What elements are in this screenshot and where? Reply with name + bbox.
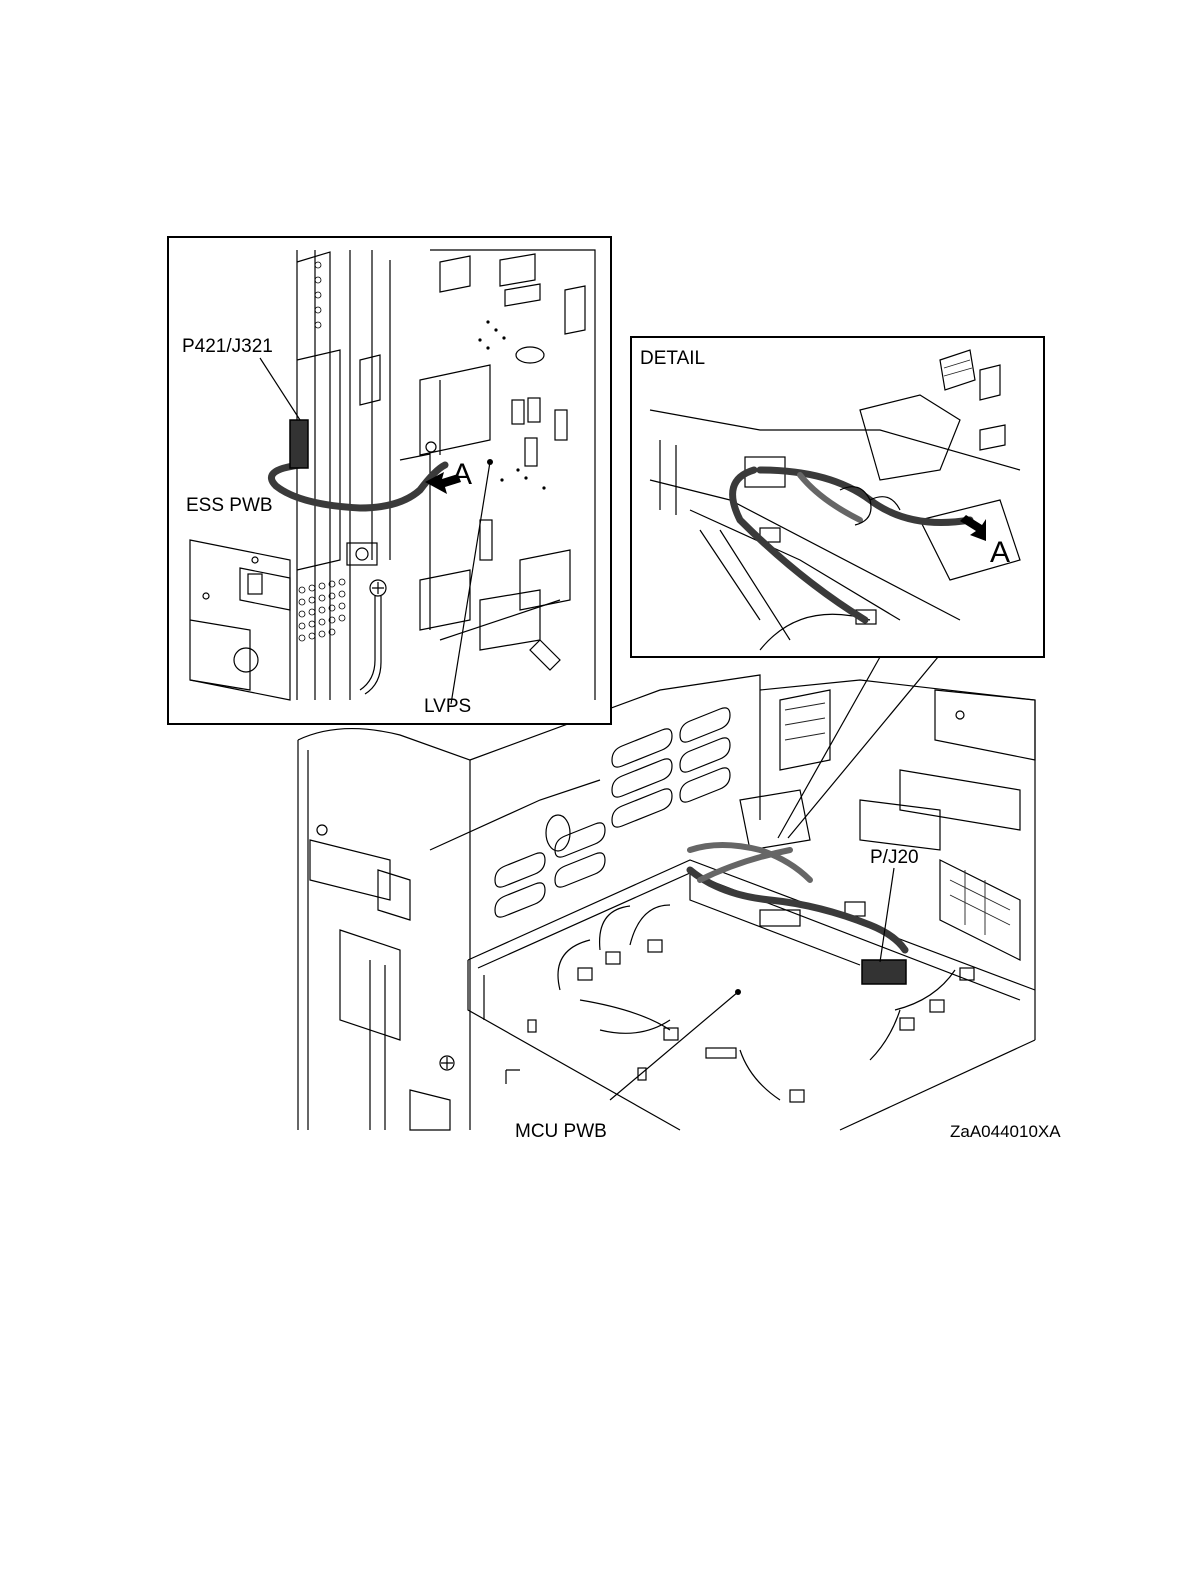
p421-j321-label: P421/J321 — [182, 336, 273, 357]
mcu-pwb-label: MCU PWB — [515, 1121, 607, 1142]
figure-code: ZaA044010XA — [950, 1122, 1061, 1141]
p421-j321-connector — [290, 420, 308, 468]
main-view-illustration — [298, 675, 1035, 1130]
vent-slots — [495, 708, 730, 917]
ess-pwb-label: ESS PWB — [186, 495, 273, 516]
pj20-label: P/J20 — [870, 847, 919, 868]
detail-title: DETAIL — [640, 348, 705, 369]
ess-inset: P421/J321 ESS PWB LVPS A — [168, 237, 611, 724]
detail-arrow-label: A — [990, 536, 1010, 569]
board-connectors — [558, 902, 974, 1102]
ess-arrow-label: A — [452, 458, 472, 491]
lvps-label: LVPS — [424, 696, 471, 717]
detail-inset: DETAIL A — [631, 337, 1044, 838]
pj20-connector — [862, 960, 906, 984]
